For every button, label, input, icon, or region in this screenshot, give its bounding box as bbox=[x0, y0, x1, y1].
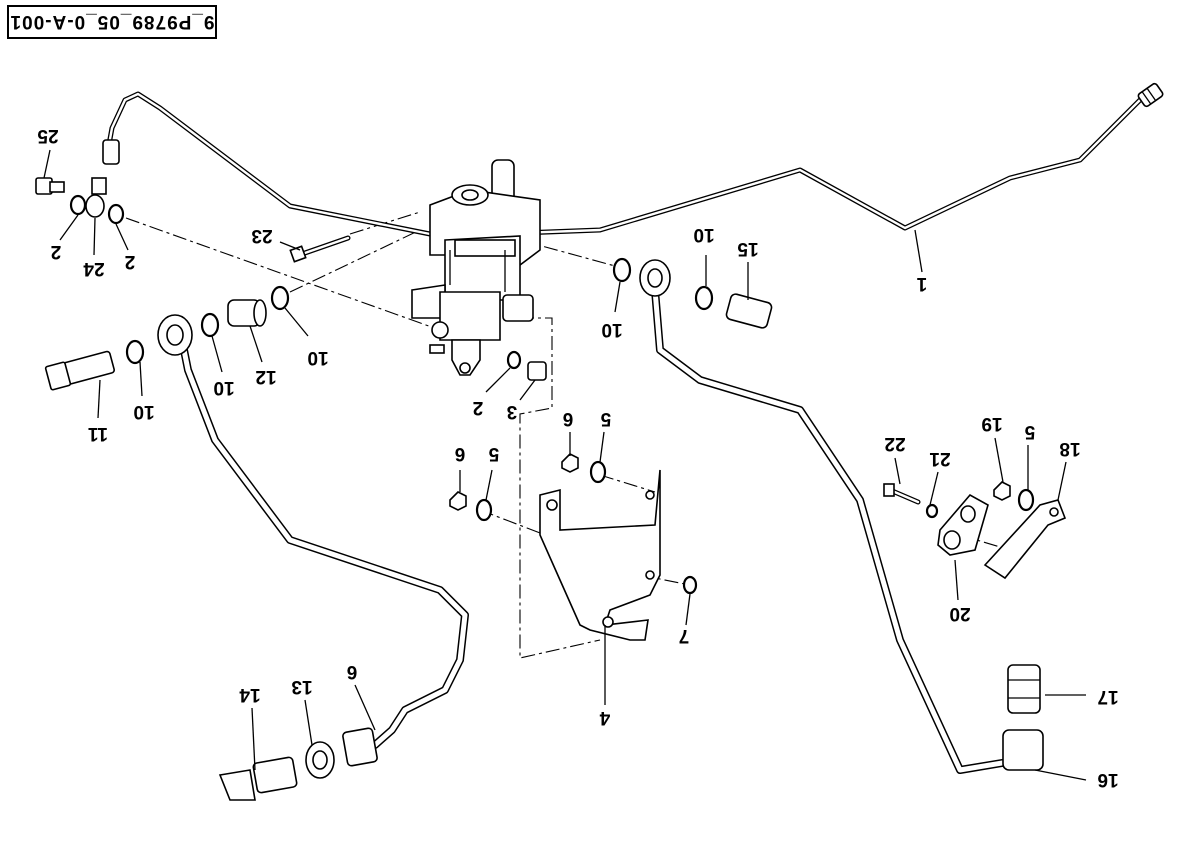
callout-7: 7 bbox=[679, 625, 690, 646]
part-9-union-nut bbox=[342, 727, 378, 767]
callout-3: 3 bbox=[507, 401, 518, 422]
callout-2-a: 2 bbox=[51, 241, 62, 262]
pipe-9-left bbox=[157, 314, 469, 749]
callout-10-e: 10 bbox=[693, 224, 714, 245]
part-13-locknut bbox=[305, 741, 335, 779]
washer-7 bbox=[682, 575, 698, 595]
callout-2-c: 2 bbox=[473, 397, 484, 418]
callout-5-a: 5 bbox=[488, 443, 499, 464]
callout-25: 25 bbox=[37, 125, 59, 146]
callout-19: 19 bbox=[981, 413, 1002, 434]
leader-lines bbox=[43, 149, 1087, 781]
callout-16: 16 bbox=[1097, 769, 1118, 790]
callout-10-a: 10 bbox=[133, 401, 154, 422]
part-12-sleeve bbox=[227, 299, 267, 327]
callout-10-d: 10 bbox=[601, 319, 622, 340]
callout-24: 24 bbox=[83, 258, 105, 279]
part-25-bolt bbox=[35, 177, 65, 195]
part-11-banjo-bolt bbox=[44, 350, 115, 391]
part-14-connector bbox=[218, 756, 298, 801]
callout-6-b: 6 bbox=[563, 408, 574, 429]
washer-10e bbox=[694, 285, 714, 311]
callout-11: 11 bbox=[88, 423, 109, 444]
washer-5c bbox=[1017, 488, 1035, 512]
pipe-16-right bbox=[639, 259, 1024, 774]
callout-10-c: 10 bbox=[307, 347, 328, 368]
nut-6b bbox=[561, 453, 579, 473]
part-15-hollow-bolt bbox=[725, 293, 773, 329]
washer-10b bbox=[200, 312, 220, 338]
washer-21 bbox=[925, 503, 939, 519]
part-18-clamp-plate bbox=[983, 499, 1067, 580]
callout-14: 14 bbox=[239, 684, 261, 705]
part-22-bolt bbox=[883, 483, 921, 505]
callout-21: 21 bbox=[929, 448, 951, 469]
bracket-icon bbox=[539, 469, 661, 641]
nut-19 bbox=[993, 481, 1011, 501]
washer-10d bbox=[612, 257, 632, 283]
callout-4: 4 bbox=[599, 707, 610, 728]
callout-23: 23 bbox=[251, 225, 272, 246]
assembly-lines bbox=[125, 211, 1011, 659]
callout-13: 13 bbox=[291, 676, 312, 697]
part-24-banjo bbox=[85, 177, 107, 218]
washer-5a bbox=[475, 498, 493, 522]
washer-2b bbox=[107, 203, 125, 225]
reference-code-box: 9_P9789_05_0-A-001 bbox=[7, 5, 217, 39]
part-16-union-nut bbox=[1002, 729, 1044, 771]
callout-10-b: 10 bbox=[213, 377, 234, 398]
callout-22: 22 bbox=[884, 433, 905, 454]
callout-18: 18 bbox=[1059, 438, 1080, 459]
washer-5b bbox=[589, 460, 607, 484]
callout-12: 12 bbox=[255, 366, 276, 387]
pipe-1-right-nut bbox=[1137, 82, 1164, 108]
callout-6-a: 6 bbox=[455, 443, 466, 464]
part-3-plug bbox=[527, 361, 547, 381]
callout-1: 1 bbox=[916, 273, 927, 294]
part-20-clamp-block bbox=[937, 493, 989, 556]
callout-15: 15 bbox=[737, 238, 759, 259]
callout-2-b: 2 bbox=[125, 251, 136, 272]
nut-6a bbox=[449, 491, 467, 511]
callout-20: 20 bbox=[949, 603, 970, 624]
callouts: 1 25 2 24 2 23 11 10 10 12 10 2 3 10 10 … bbox=[37, 125, 1119, 790]
injection-pump-icon bbox=[411, 159, 541, 376]
callout-5-b: 5 bbox=[600, 408, 611, 429]
washer-10a bbox=[125, 339, 145, 365]
pipe-1 bbox=[102, 82, 1164, 239]
washer-2c bbox=[506, 350, 522, 370]
reference-code: 9_P9789_05_0-A-001 bbox=[10, 11, 215, 32]
washer-10c bbox=[270, 285, 290, 311]
callout-9: 6 bbox=[347, 661, 358, 682]
callout-17: 17 bbox=[1097, 686, 1118, 707]
washer-2a bbox=[69, 194, 87, 216]
part-17-adapter bbox=[1007, 664, 1041, 714]
callout-5-c: 5 bbox=[1024, 421, 1035, 442]
pipe-1-left-nut bbox=[102, 139, 120, 165]
